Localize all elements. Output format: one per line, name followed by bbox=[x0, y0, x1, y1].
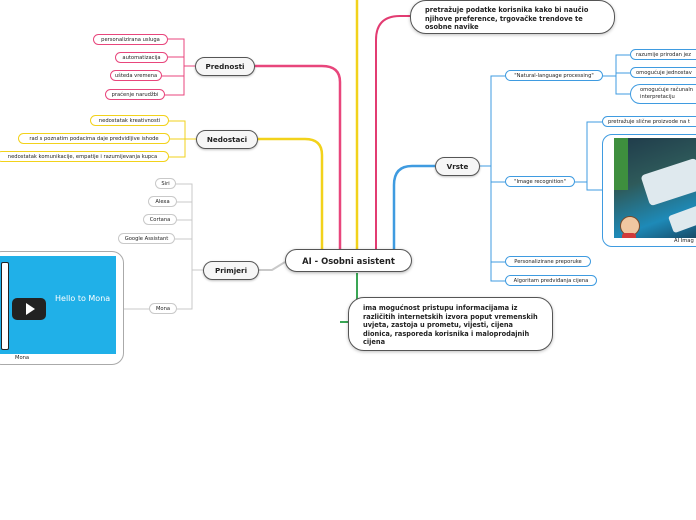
information-sources-node[interactable]: ima mogućnost pristupu informacijama iz … bbox=[348, 297, 553, 351]
nlp-item[interactable]: omogućuje računaln interpretaciju bbox=[630, 84, 696, 104]
shirt-graphic bbox=[622, 233, 636, 238]
primjeri-item[interactable]: Mona bbox=[149, 303, 177, 314]
play-icon bbox=[26, 303, 35, 315]
image-recognition-item[interactable]: pretražuje slične proizvode na t bbox=[602, 116, 696, 127]
prednosti-item[interactable]: praćenje narudžbi bbox=[105, 89, 165, 100]
car-graphic bbox=[667, 204, 696, 234]
play-button[interactable] bbox=[12, 298, 46, 320]
central-topic[interactable]: AI - Osobni asistent bbox=[285, 249, 412, 272]
ai-image[interactable] bbox=[614, 138, 696, 238]
image-caption: AI Imag bbox=[674, 238, 694, 244]
prednosti-item[interactable]: automatizacija bbox=[115, 52, 168, 63]
video-overlay-text: Hello to Mona bbox=[55, 294, 111, 303]
primjeri-item[interactable]: Cortana bbox=[143, 214, 177, 225]
vrste-item[interactable]: Personalizirane preporuke bbox=[505, 256, 591, 267]
video-thumbnail[interactable]: Hello to Mona bbox=[0, 256, 116, 354]
nedostaci-node[interactable]: Nedostaci bbox=[196, 130, 258, 149]
preferences-node[interactable]: pretražuje podatke korisnika kako bi nau… bbox=[410, 0, 615, 34]
phone-graphic bbox=[1, 262, 9, 350]
plant-graphic bbox=[614, 138, 628, 190]
vrste-node[interactable]: Vrste bbox=[435, 157, 480, 176]
nlp-item[interactable]: razumije prirodan jez bbox=[630, 49, 696, 60]
video-card: Hello to Mona Mona bbox=[0, 251, 124, 365]
primjeri-item[interactable]: Google Assistant bbox=[118, 233, 175, 244]
prednosti-node[interactable]: Prednosti bbox=[195, 57, 255, 76]
nlp-node[interactable]: "Natural-language processing" bbox=[505, 70, 603, 81]
primjeri-item[interactable]: Siri bbox=[155, 178, 176, 189]
prednosti-item[interactable]: ušteda vremena bbox=[110, 70, 162, 81]
nedostaci-item[interactable]: nedostatak komunikacije, empatije i razu… bbox=[0, 151, 169, 162]
primjeri-item[interactable]: Alexa bbox=[148, 196, 177, 207]
video-caption: Mona bbox=[15, 355, 30, 361]
prednosti-item[interactable]: personalizirana usluga bbox=[93, 34, 168, 45]
nedostaci-item[interactable]: rad s poznatim podacima daje predvidljiv… bbox=[18, 133, 170, 144]
train-graphic bbox=[640, 157, 696, 207]
primjeri-node[interactable]: Primjeri bbox=[203, 261, 259, 280]
image-card: AI Imag bbox=[602, 134, 696, 247]
vrste-item[interactable]: Algoritam predviđanja cijena bbox=[505, 275, 597, 286]
nlp-item[interactable]: omogućuje jednostav bbox=[630, 67, 696, 78]
nedostaci-item[interactable]: nedostatak kreativnosti bbox=[90, 115, 169, 126]
image-recognition-node[interactable]: "Image recognition" bbox=[505, 176, 575, 187]
